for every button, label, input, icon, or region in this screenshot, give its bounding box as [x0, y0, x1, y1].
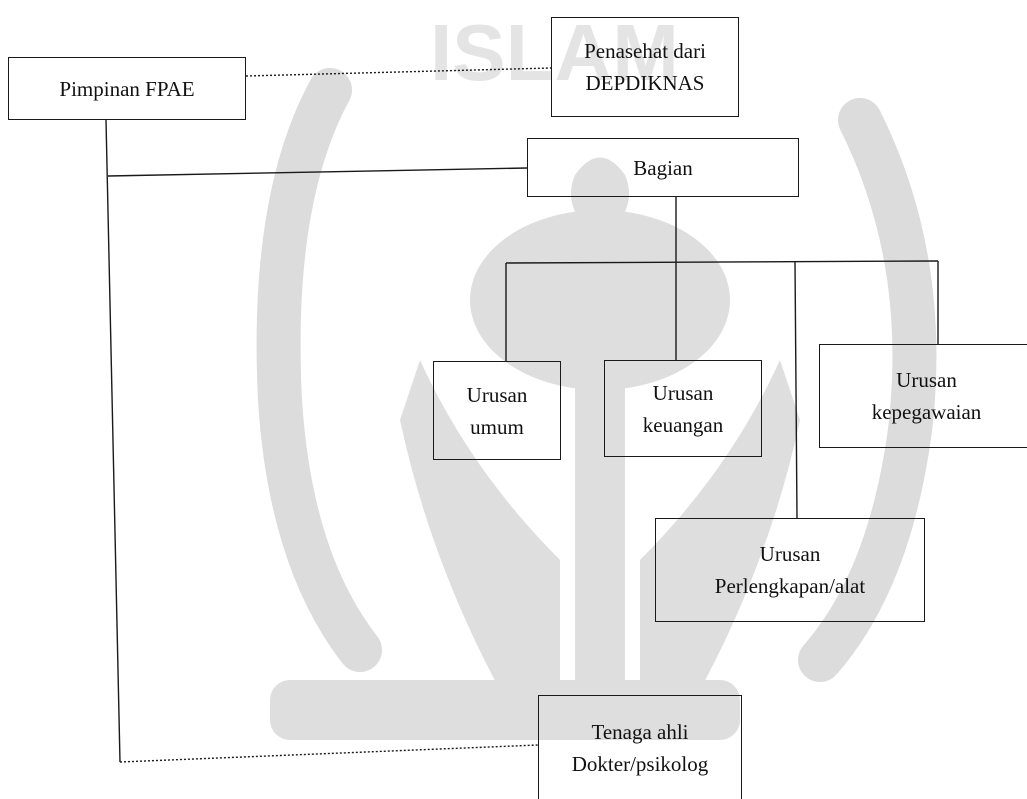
- penasehat-label-line2: DEPDIKNAS: [585, 71, 705, 95]
- urusan-keuangan-box: Urusan keuangan: [604, 360, 762, 457]
- bagian-box: Bagian: [527, 138, 799, 197]
- umum-label-line1: Urusan: [466, 382, 528, 407]
- keuangan-label-line2: keuangan: [642, 412, 724, 437]
- perlengkapan-drop: [794, 261, 798, 519]
- tenaga-label-line1: Tenaga ahli: [591, 719, 689, 744]
- bagian-connector: [107, 167, 528, 177]
- bagian-label: Bagian: [633, 155, 693, 180]
- tenaga-label-line2: Dokter/psikolog: [571, 751, 709, 776]
- tenaga-ahli-box: Tenaga ahli Dokter/psikolog: [538, 695, 742, 799]
- kepegawaian-label-line2: kepegawaian: [871, 400, 982, 424]
- keuangan-label-line1: Urusan: [652, 380, 714, 405]
- watermark-islam-text: ISLAM: [430, 8, 679, 97]
- penasehat-label-line1: Penasehat dari: [584, 39, 706, 63]
- penasehat-box: Penasehat dari DEPDIKNAS: [551, 17, 739, 117]
- pimpinan-fpae-box: Pimpinan FPAE: [8, 57, 246, 120]
- perlengkapan-label-line2: Perlengkapan/alat: [714, 574, 866, 598]
- kepegawaian-label-line1: Urusan: [896, 368, 957, 392]
- tenaga-connector: [119, 744, 539, 763]
- pimpinan-label: Pimpinan FPAE: [59, 76, 195, 101]
- urusan-umum-box: Urusan umum: [433, 361, 561, 460]
- advisor-connector: [245, 67, 552, 77]
- urusan-perlengkapan-box: Urusan Perlengkapan/alat: [655, 518, 925, 622]
- umum-label-line2: umum: [470, 414, 524, 439]
- main-trunk: [105, 119, 121, 763]
- urusan-kepegawaian-box: Urusan kepegawaian: [819, 344, 1027, 448]
- perlengkapan-label-line1: Urusan: [759, 542, 821, 566]
- urusan-bus: [505, 260, 939, 264]
